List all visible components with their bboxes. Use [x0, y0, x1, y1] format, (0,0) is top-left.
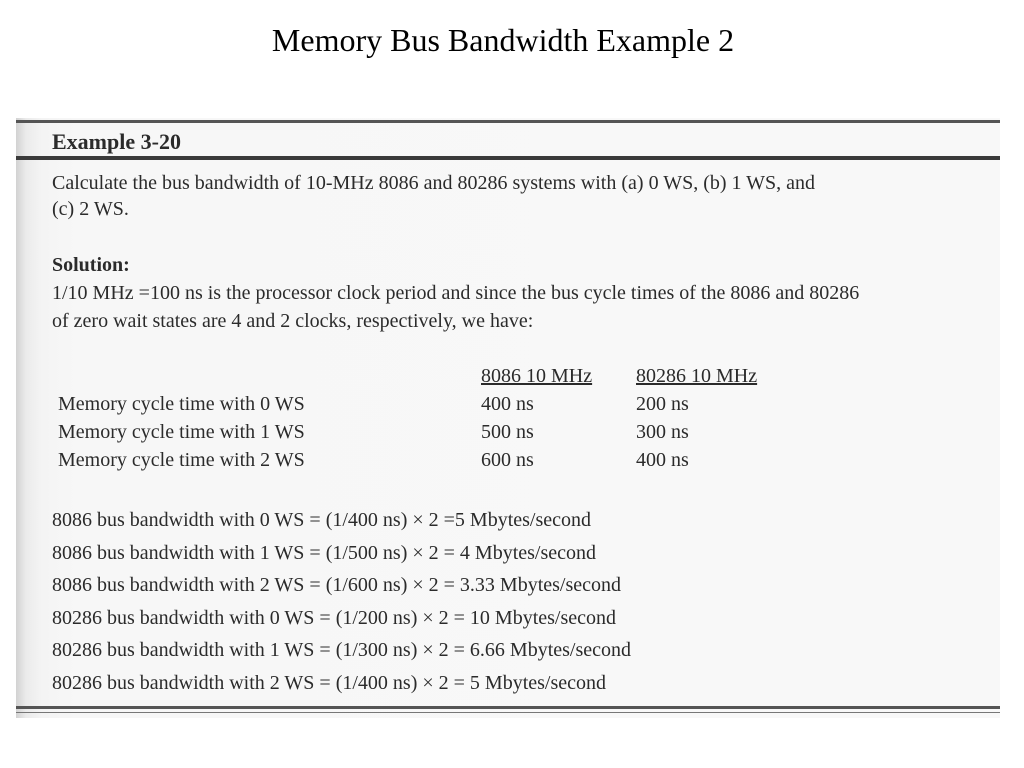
table-header-80286: 80286 10 MHz — [636, 365, 758, 387]
table-row: Memory cycle time with 2 WS 600 ns 400 n… — [58, 447, 958, 475]
example-label: Example 3-20 — [52, 129, 181, 154]
slide-title: Memory Bus Bandwidth Example 2 — [271, 22, 735, 58]
bottom-rule — [16, 706, 1000, 709]
result-line: 8086 bus bandwidth with 2 WS = (1/600 ns… — [52, 574, 622, 597]
result-line: 80286 bus bandwidth with 1 WS = (1/300 n… — [52, 639, 632, 662]
table-row: Memory cycle time with 0 WS 400 ns 200 n… — [58, 391, 958, 419]
solution-line: 1/10 MHz =100 ns is the processor clock … — [52, 282, 860, 304]
heading-rule — [16, 156, 1000, 160]
problem-statement: Calculate the bus bandwidth of 10-MHz 80… — [52, 170, 1000, 222]
scanned-textbook-excerpt: Example 3-20 Calculate the bus bandwidth… — [16, 118, 1000, 718]
result-line: 8086 bus bandwidth with 1 WS = (1/500 ns… — [52, 541, 597, 564]
cell-8086: 500 ns — [481, 421, 534, 443]
cell-80286: 300 ns — [636, 421, 689, 443]
cell-80286: 200 ns — [636, 393, 689, 415]
result-line: 8086 bus bandwidth with 0 WS = (1/400 ns… — [52, 509, 592, 531]
result-line: 80286 bus bandwidth with 2 WS = (1/400 n… — [52, 671, 607, 694]
solution-line: of zero wait states are 4 and 2 clocks, … — [52, 310, 534, 332]
cell-8086: 600 ns — [481, 449, 534, 471]
bottom-rule-thin — [16, 712, 1000, 713]
row-label: Memory cycle time with 0 WS — [58, 393, 305, 415]
problem-line: (c) 2 WS. — [52, 198, 129, 220]
problem-line: Calculate the bus bandwidth of 10-MHz 80… — [52, 172, 816, 194]
cell-8086: 400 ns — [481, 393, 534, 415]
bandwidth-results: 8086 bus bandwidth with 0 WS = (1/400 ns… — [52, 504, 631, 700]
cell-80286: 400 ns — [636, 449, 689, 471]
solution-label: Solution: — [52, 254, 130, 276]
table-header-8086: 8086 10 MHz — [481, 365, 593, 387]
table-row: Memory cycle time with 1 WS 500 ns 300 n… — [58, 419, 958, 447]
row-label: Memory cycle time with 2 WS — [58, 449, 305, 471]
solution-text: 1/10 MHz =100 ns is the processor clock … — [52, 279, 1000, 335]
row-label: Memory cycle time with 1 WS — [58, 421, 305, 443]
top-rule — [16, 120, 1000, 123]
result-line: 80286 bus bandwidth with 0 WS = (1/200 n… — [52, 606, 617, 629]
